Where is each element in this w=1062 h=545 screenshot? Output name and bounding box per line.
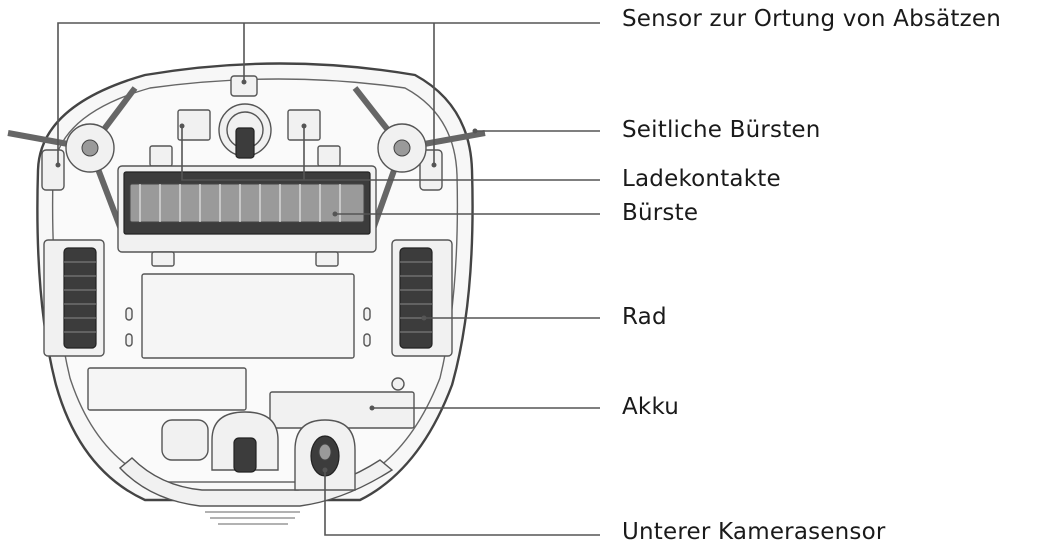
main-brush <box>117 165 377 267</box>
side-brush-left <box>7 86 138 234</box>
label-brush: Bürste <box>622 200 699 226</box>
callout-battery <box>369 405 600 411</box>
callout-wheel <box>421 315 600 321</box>
label-charging-contacts: Ladekontakte <box>622 166 781 192</box>
callout-brush <box>332 211 600 217</box>
callout-ledge-sensor <box>55 22 600 168</box>
wheel-right <box>391 239 453 357</box>
label-wheel: Rad <box>622 304 667 330</box>
callout-side-brushes <box>472 128 600 134</box>
bottom-cover-panel <box>125 273 371 359</box>
label-battery: Akku <box>622 394 680 420</box>
front-grille <box>205 511 300 525</box>
front-caster <box>161 411 279 473</box>
label-side-brushes: Seitliche Bürsten <box>622 117 821 143</box>
callout-charging-contacts <box>179 123 600 181</box>
label-ledge-sensor: Sensor zur Ortung von Absätzen <box>622 6 1002 32</box>
battery-compartment <box>87 367 415 429</box>
label-lower-camera-sensor: Unterer Kamerasensor <box>622 519 886 545</box>
lower-camera-sensor <box>294 419 356 491</box>
callout-lower-camera <box>322 467 600 536</box>
side-brush-right <box>352 86 486 234</box>
wheel-left <box>43 239 105 357</box>
top-caster <box>149 103 341 167</box>
